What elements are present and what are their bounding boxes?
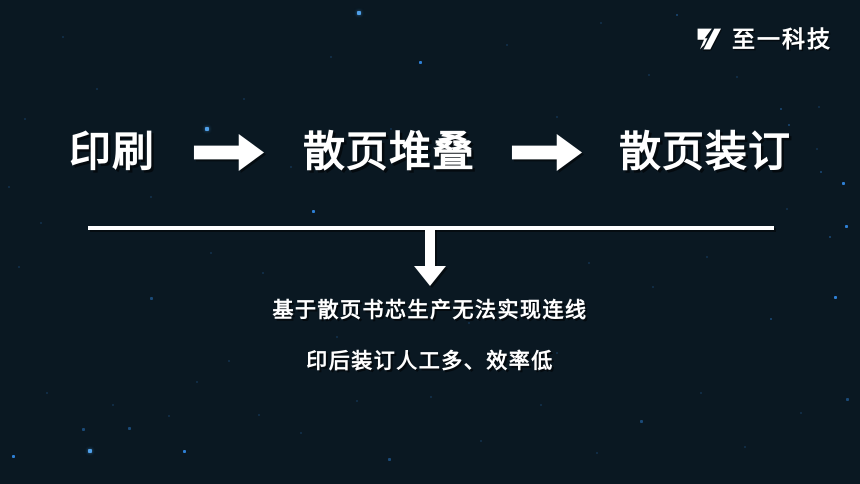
conclusion-block: 基于散页书芯生产无法实现连线 印后装订人工多、效率低 bbox=[0, 300, 860, 372]
arrow-down-icon bbox=[414, 228, 446, 286]
arrow-right-icon bbox=[193, 133, 265, 171]
process-flow: 印刷 散页堆叠 散页装订 bbox=[0, 118, 860, 186]
flow-step-2-label: 散页堆叠 bbox=[302, 128, 475, 175]
zhiyi-z-mark-icon bbox=[697, 27, 722, 51]
brand-name: 至一科技 bbox=[732, 25, 832, 52]
conclusion-line-2: 印后装订人工多、效率低 bbox=[306, 350, 554, 373]
flow-step-1-label: 印刷 bbox=[68, 128, 155, 175]
flow-step-3-label: 散页装订 bbox=[619, 128, 792, 175]
brand-logo: 至一科技 bbox=[696, 26, 832, 52]
arrow-right-icon bbox=[511, 133, 583, 171]
conclusion-line-1: 基于散页书芯生产无法实现连线 bbox=[272, 299, 588, 322]
